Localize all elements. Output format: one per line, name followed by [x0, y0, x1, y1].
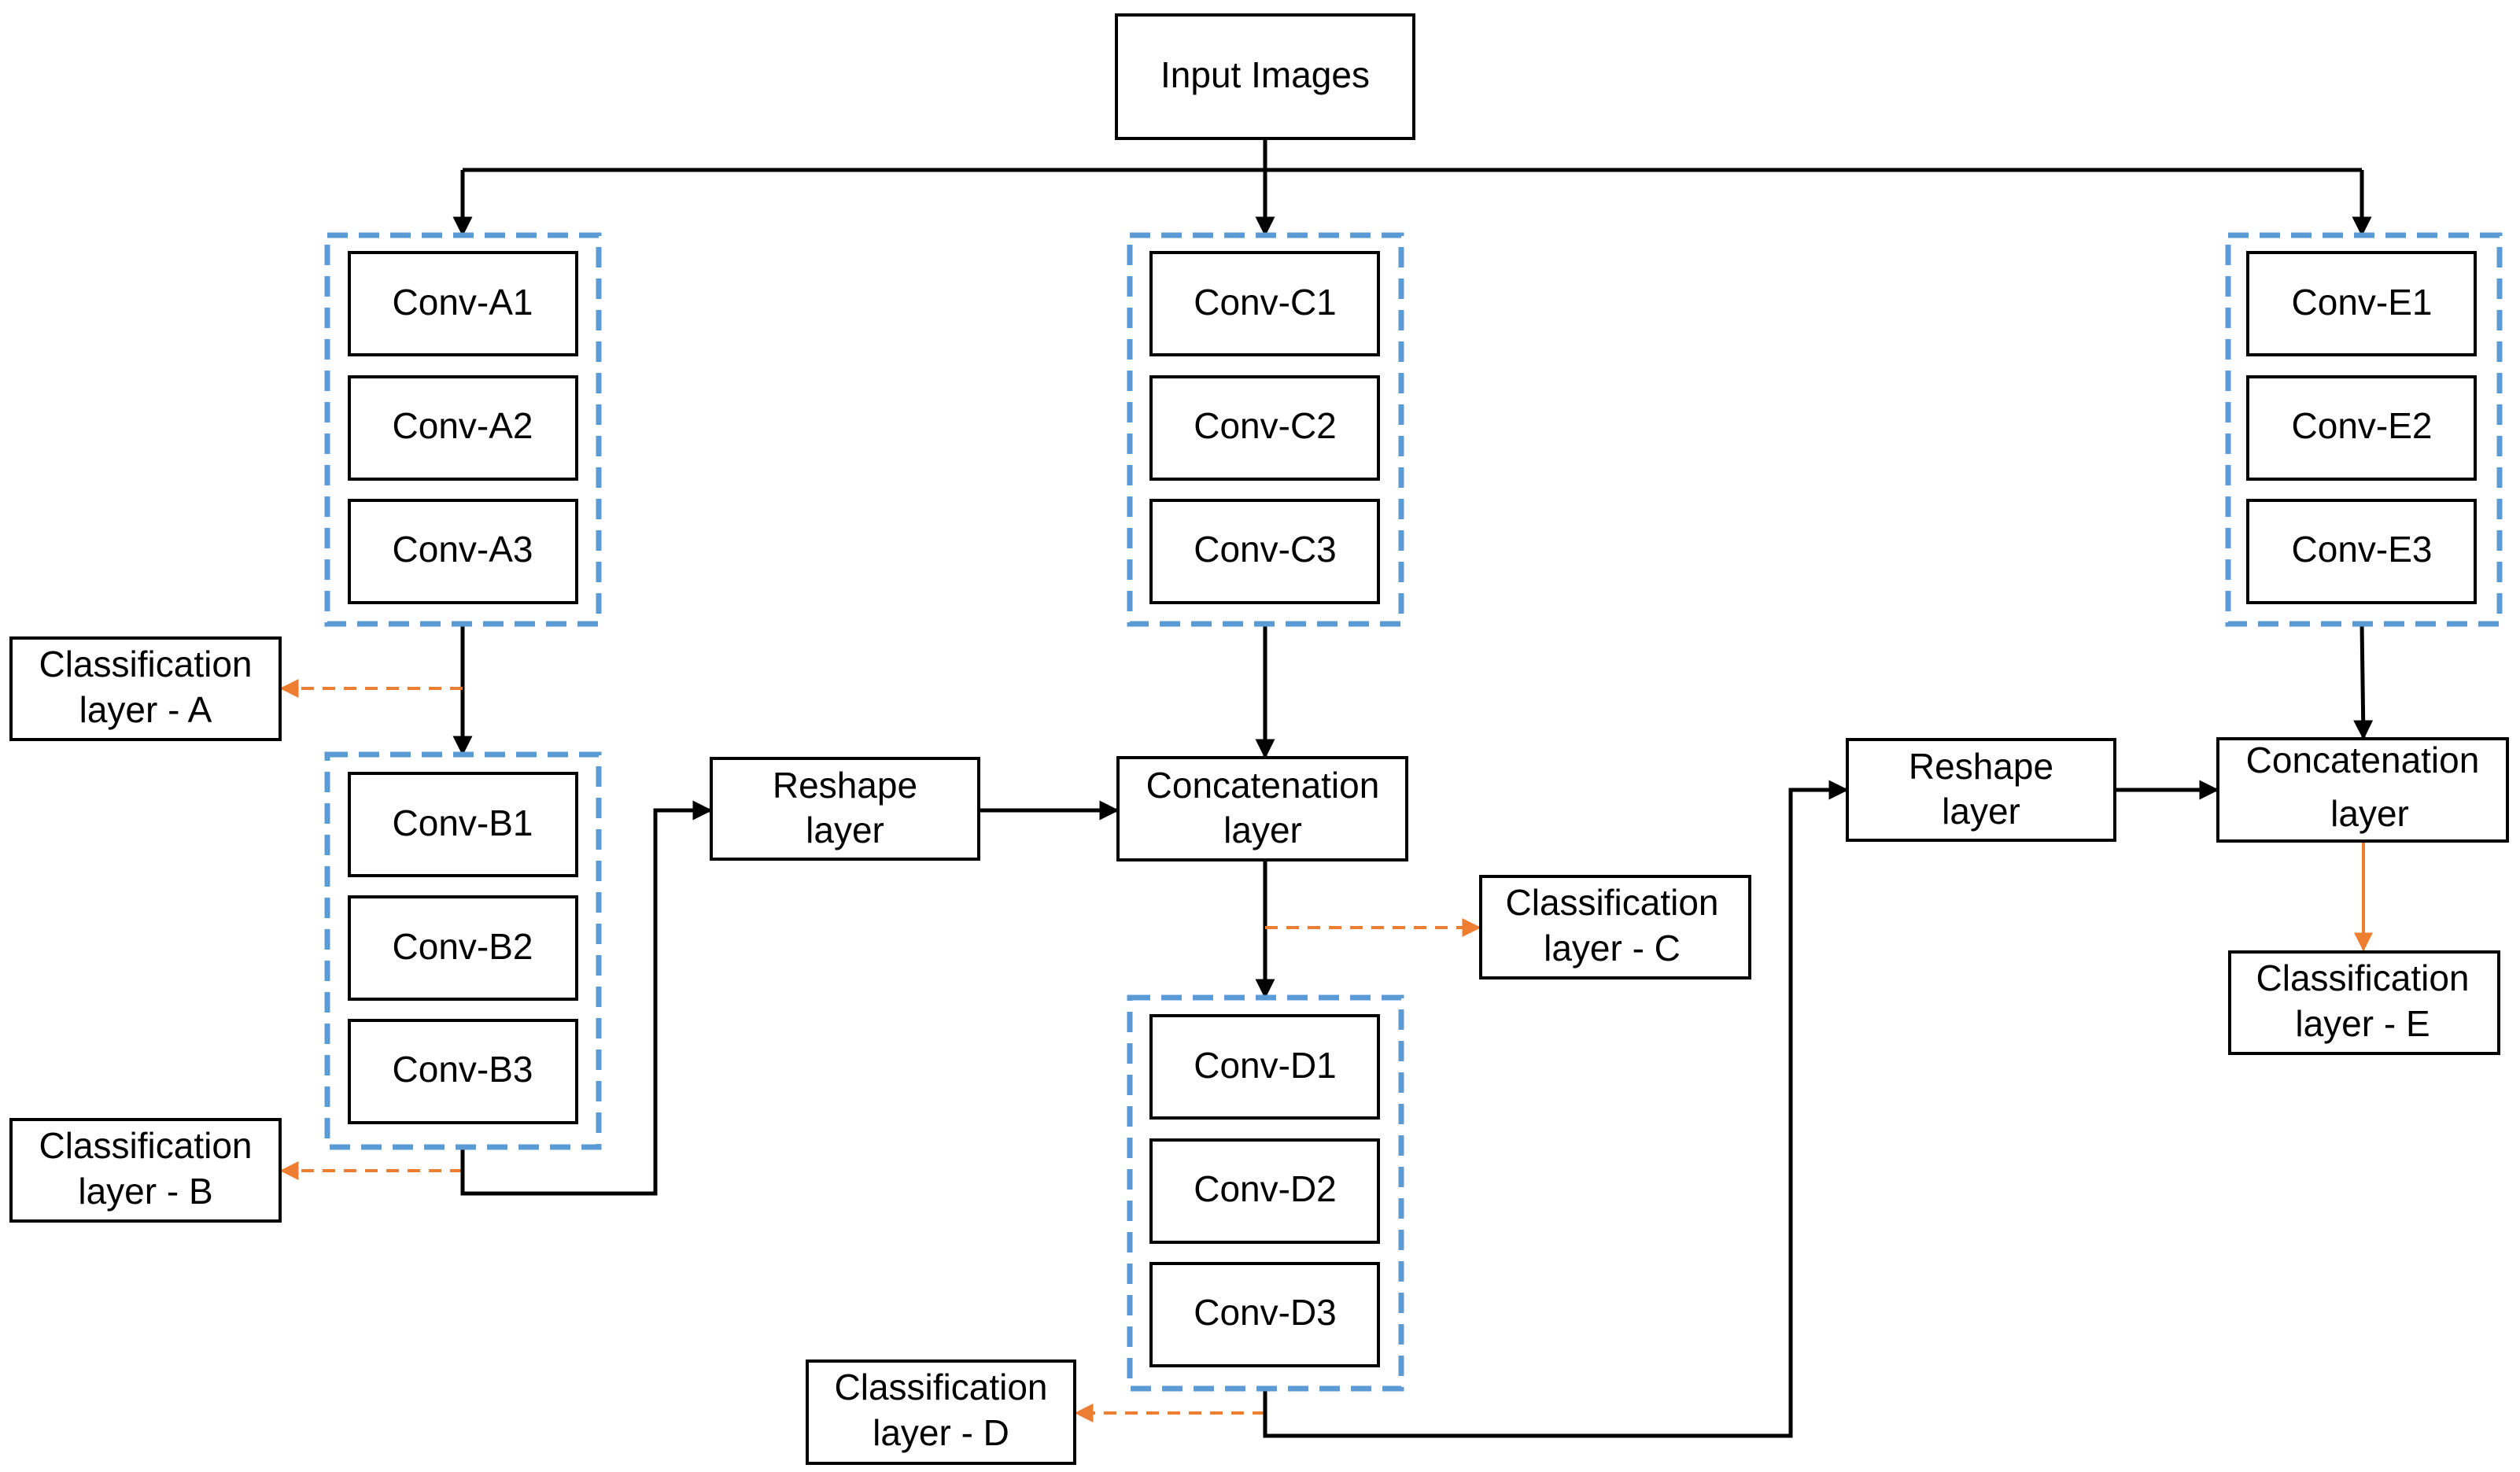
conv-c3-label: Conv-C3	[1194, 529, 1337, 570]
classification-layer-d-line-2: layer - D	[873, 1412, 1009, 1453]
conv-a1-label: Conv-A1	[393, 282, 533, 323]
conv-a3-label: Conv-A3	[393, 529, 533, 570]
group-c-frame	[1127, 232, 1404, 627]
conv-b2-node: Conv-B2	[348, 895, 578, 1001]
conv-c1-label: Conv-C1	[1194, 282, 1337, 323]
input-images-label: Input Images	[1160, 54, 1370, 95]
reshape-layer-1-node: Reshape layer	[710, 757, 980, 861]
conv-e3-node: Conv-E3	[2246, 499, 2477, 604]
reshape-layer-1-line-1: Reshape	[773, 765, 917, 806]
input-images-node: Input Images	[1115, 13, 1415, 140]
classification-layer-d-line-1: Classification	[835, 1367, 1048, 1407]
conv-e2-label: Conv-E2	[2292, 405, 2433, 446]
classification-layer-a-node: Classification layer - A	[9, 636, 282, 741]
group-b-frame	[324, 751, 602, 1150]
concatenation-layer-1-node: Concatenation layer	[1116, 756, 1408, 861]
conv-d2-label: Conv-D2	[1194, 1168, 1337, 1209]
classification-layer-e-line-1: Classification	[2256, 957, 2470, 998]
concatenation-layer-2-node: Concatenation layer	[2216, 737, 2509, 843]
conv-c1-node: Conv-C1	[1149, 251, 1380, 356]
conv-c2-label: Conv-C2	[1194, 405, 1337, 446]
classification-layer-e-line-2: layer - E	[2295, 1003, 2430, 1044]
conv-a2-label: Conv-A2	[393, 405, 533, 446]
conv-b1-node: Conv-B1	[348, 772, 578, 877]
conv-b2-label: Conv-B2	[393, 926, 533, 967]
concatenation-layer-1-line-2: layer	[1223, 810, 1302, 850]
edges	[279, 138, 2374, 1438]
conv-d1-label: Conv-D1	[1194, 1045, 1337, 1086]
group-frames	[324, 232, 2503, 1392]
conv-b1-label: Conv-B1	[393, 802, 533, 843]
reshape-layer-2-line-1: Reshape	[1909, 746, 2053, 787]
concatenation-layer-1-line-1: Concatenation	[1146, 765, 1380, 806]
classification-layer-e-node: Classification layer - E	[2228, 950, 2500, 1055]
conv-d3-node: Conv-D3	[1149, 1262, 1380, 1367]
classification-layer-a-line-2: layer - A	[79, 689, 212, 730]
group-a-frame	[324, 232, 602, 627]
classification-layer-c-line-2: layer - C	[1544, 928, 1681, 968]
conv-c3-node: Conv-C3	[1149, 499, 1380, 604]
classification-layer-a-line-1: Classification	[39, 644, 253, 684]
group-d-frame	[1127, 994, 1404, 1392]
classification-layer-b-line-1: Classification	[39, 1125, 253, 1166]
reshape-layer-1-line-2: layer	[806, 810, 884, 850]
conv-e1-node: Conv-E1	[2246, 251, 2477, 356]
conv-a1-node: Conv-A1	[348, 251, 578, 356]
conv-d2-node: Conv-D2	[1149, 1138, 1380, 1244]
classification-layer-d-node: Classification layer - D	[806, 1359, 1076, 1465]
classification-layer-c-node: Classification layer - C	[1479, 875, 1751, 979]
conv-b3-node: Conv-B3	[348, 1019, 578, 1124]
conv-a2-node: Conv-A2	[348, 375, 578, 481]
conv-d3-label: Conv-D3	[1194, 1292, 1337, 1333]
conv-d1-node: Conv-D1	[1149, 1014, 1380, 1120]
reshape-layer-2-node: Reshape layer	[1846, 738, 2116, 842]
classification-layer-c-line-1: Classification	[1506, 882, 1719, 923]
conv-e3-label: Conv-E3	[2292, 529, 2433, 570]
conv-a3-node: Conv-A3	[348, 499, 578, 604]
conv-c2-node: Conv-C2	[1149, 375, 1380, 481]
conv-b3-label: Conv-B3	[393, 1049, 533, 1090]
edge-group-e-to-concat-2	[2353, 623, 2374, 740]
classification-layer-b-node: Classification layer - B	[9, 1118, 282, 1223]
concatenation-layer-2-line-1: Concatenation	[2246, 740, 2480, 780]
classification-layer-b-line-2: layer - B	[78, 1171, 212, 1212]
reshape-layer-2-line-2: layer	[1942, 791, 2020, 832]
conv-e2-node: Conv-E2	[2246, 375, 2477, 481]
edge-group-d-to-reshape-2	[1263, 780, 1849, 1438]
group-e-frame	[2225, 232, 2503, 627]
concatenation-layer-2-line-2: layer	[2330, 793, 2409, 834]
conv-e1-label: Conv-E1	[2292, 282, 2433, 323]
edge-group-b-to-reshape-1	[460, 800, 713, 1196]
